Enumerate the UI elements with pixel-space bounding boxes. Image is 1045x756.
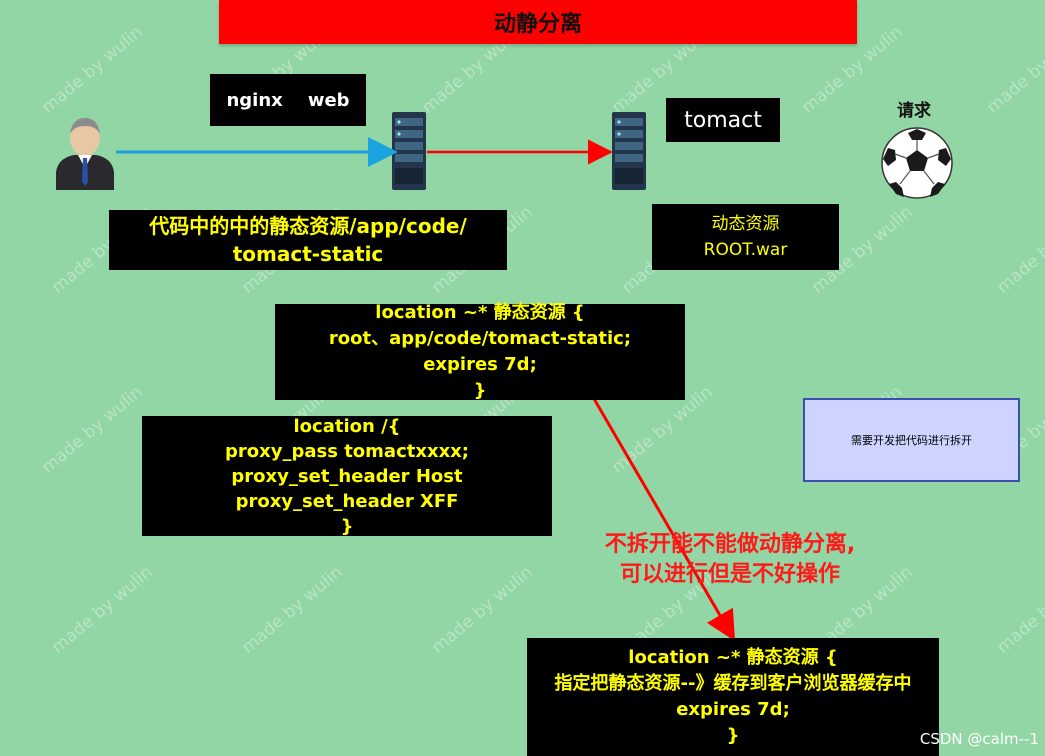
nginx-web-label: nginx web xyxy=(226,89,350,111)
location-cache-line-2: 指定把静态资源--》缓存到客户浏览器缓存中 xyxy=(554,673,912,694)
location-cache-line-1: location ~* 静态资源 { xyxy=(628,647,838,668)
static-code-line-1: 代码中的中的静态资源/app/code/ xyxy=(149,214,467,238)
tomact-box: tomact xyxy=(666,98,780,142)
tomact-server-icon xyxy=(612,112,646,190)
csdn-credit: CSDN @calm--1 xyxy=(919,730,1039,748)
location-root-line-2: proxy_pass tomactxxxx; xyxy=(225,440,469,462)
dynamic-line-2: ROOT.war xyxy=(703,240,788,260)
static-code-line-2: tomact-static xyxy=(232,242,384,266)
location-static-box: location ~* 静态资源 { root、app/code/tomact-… xyxy=(275,302,685,401)
developer-note-text: 需要开发把代码进行拆开 xyxy=(851,434,972,447)
nginx-web-box: nginx web xyxy=(210,74,366,126)
red-annotation-line-1: 不拆开能不能做动静分离, xyxy=(604,532,856,557)
red-annotation: 不拆开能不能做动静分离, 可以进行但是不好操作 xyxy=(555,530,905,590)
location-root-line-3: proxy_set_header Host xyxy=(231,465,463,487)
location-static-line-3: expires 7d; xyxy=(423,354,537,375)
tomact-label: tomact xyxy=(684,107,762,133)
red-annotation-line-2: 可以进行但是不好操作 xyxy=(619,562,840,587)
location-cache-line-4: } xyxy=(726,725,740,746)
user-avatar xyxy=(56,118,114,190)
location-root-box: location /{ proxy_pass tomactxxxx; proxy… xyxy=(142,415,552,537)
dynamic-line-1: 动态资源 xyxy=(711,214,780,234)
static-code-box: 代码中的中的静态资源/app/code/ tomact-static xyxy=(109,210,507,270)
developer-note-box: 需要开发把代码进行拆开 xyxy=(803,398,1020,482)
location-static-line-4: } xyxy=(473,380,487,401)
soccer-ball-icon xyxy=(881,127,953,199)
location-cache-box: location ~* 静态资源 { 指定把静态资源--》缓存到客户浏览器缓存中… xyxy=(527,638,939,756)
page-title: 动静分离 xyxy=(219,0,857,44)
location-root-line-5: } xyxy=(340,515,354,537)
static-to-cache-arrow xyxy=(584,384,736,642)
location-static-line-2: root、app/code/tomact-static; xyxy=(328,328,632,349)
location-root-line-4: proxy_set_header XFF xyxy=(235,490,459,512)
nginx-server-icon xyxy=(392,112,426,190)
location-root-line-1: location /{ xyxy=(293,415,401,437)
location-cache-line-3: expires 7d; xyxy=(676,699,790,720)
location-static-line-1: location ~* 静态资源 { xyxy=(375,302,585,323)
dynamic-resource-box: 动态资源 ROOT.war xyxy=(652,204,839,270)
request-label: 请求 xyxy=(897,101,931,121)
